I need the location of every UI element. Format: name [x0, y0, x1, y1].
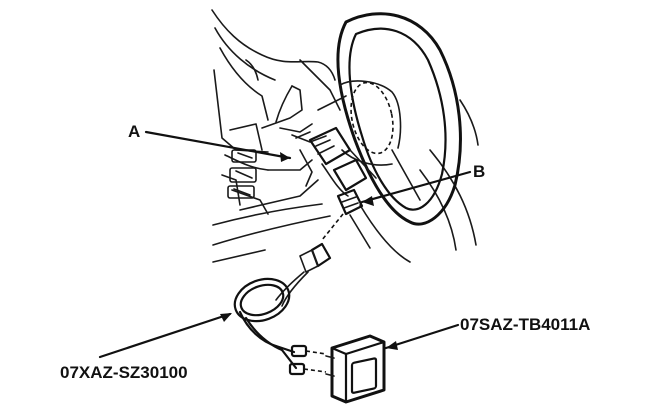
steering-wheel: [317, 12, 462, 226]
dashboard-outline: [211, 9, 479, 263]
cable-label-leader: [98, 312, 232, 359]
cable-label-group: 07XAZ-SZ30100: [60, 312, 232, 382]
module-part-label: 07SAZ-TB4011A: [460, 315, 590, 334]
module-label-group: 07SAZ-TB4011A: [384, 315, 590, 350]
cable-harness: [233, 242, 332, 376]
label-a-leader: [144, 130, 292, 160]
label-a-group: A: [128, 122, 292, 162]
label-b-group: B: [360, 162, 485, 206]
module-label-arrowhead: [386, 341, 398, 350]
cable-label-arrowhead: [220, 313, 232, 322]
steering-column: [295, 126, 377, 197]
diagnostic-module: [325, 334, 386, 404]
connector-b: [321, 188, 364, 241]
label-a-arrowhead: [280, 152, 290, 162]
module-label-leader: [384, 323, 460, 350]
label-b: B: [473, 162, 485, 181]
label-b-leader: [360, 170, 472, 204]
cable-part-label: 07XAZ-SZ30100: [60, 363, 188, 382]
label-b-arrowhead: [362, 196, 374, 206]
label-a: A: [128, 122, 140, 141]
